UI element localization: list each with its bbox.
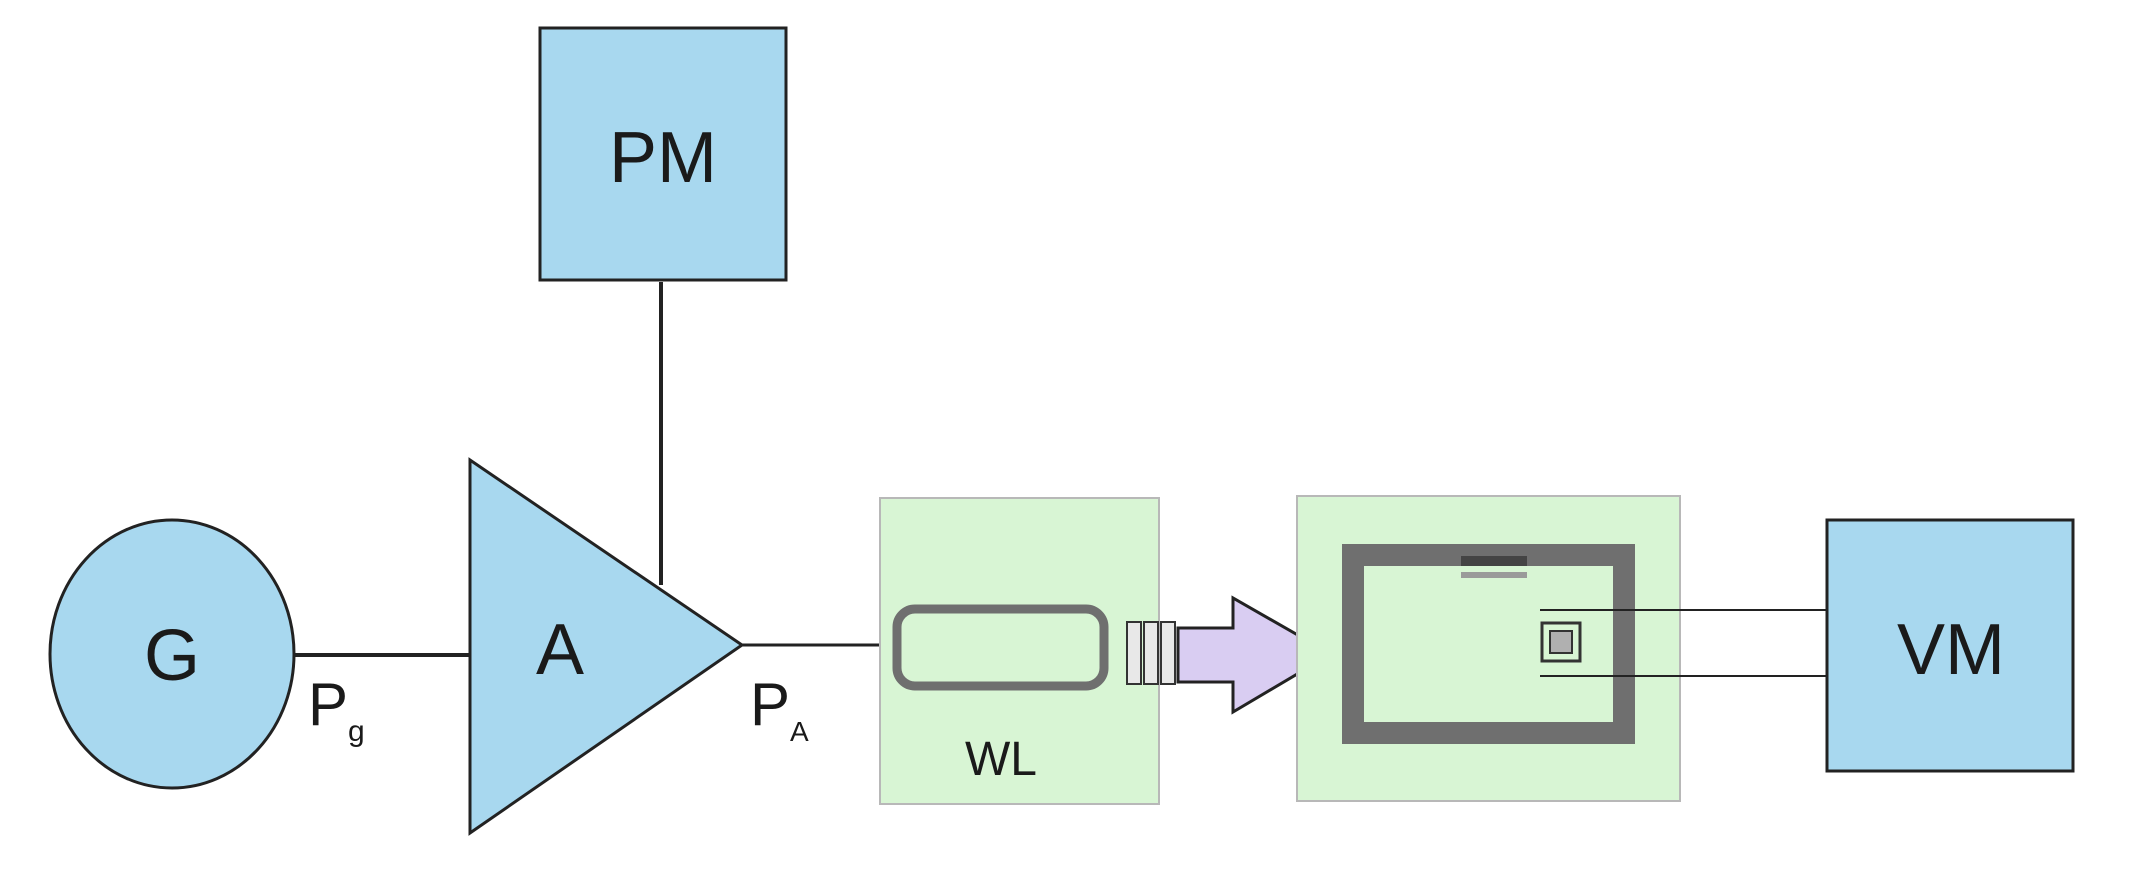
- transmitter-coil: [892, 604, 1109, 691]
- coil-endcap-segment: [1126, 621, 1142, 685]
- power-transfer-arrow: [1176, 595, 1334, 715]
- voltmeter-box: [1825, 518, 2075, 773]
- signal-pa-label: PA: [750, 671, 809, 747]
- transmitter-label: WL: [965, 733, 1037, 786]
- power-meter-label: PM: [609, 118, 717, 198]
- amplifier-triangle: [468, 457, 745, 836]
- amplifier-label: A: [536, 610, 584, 690]
- signal-pg-label: Pg: [308, 671, 365, 748]
- receiver-coil-frame: [1342, 544, 1635, 744]
- receiver-connector-top-shade: [1461, 572, 1527, 578]
- coil-endcap-segment: [1143, 621, 1159, 685]
- power-meter-box: [538, 26, 788, 282]
- receiver-load-element: [1540, 621, 1582, 663]
- voltmeter-label: VM: [1897, 610, 2005, 690]
- generator-circle: [48, 518, 296, 790]
- receiver-connector-top: [1461, 556, 1527, 566]
- coil-endcap-segment: [1160, 621, 1176, 685]
- receiver-load-element-inner: [1549, 630, 1573, 654]
- generator-label: G: [144, 616, 200, 696]
